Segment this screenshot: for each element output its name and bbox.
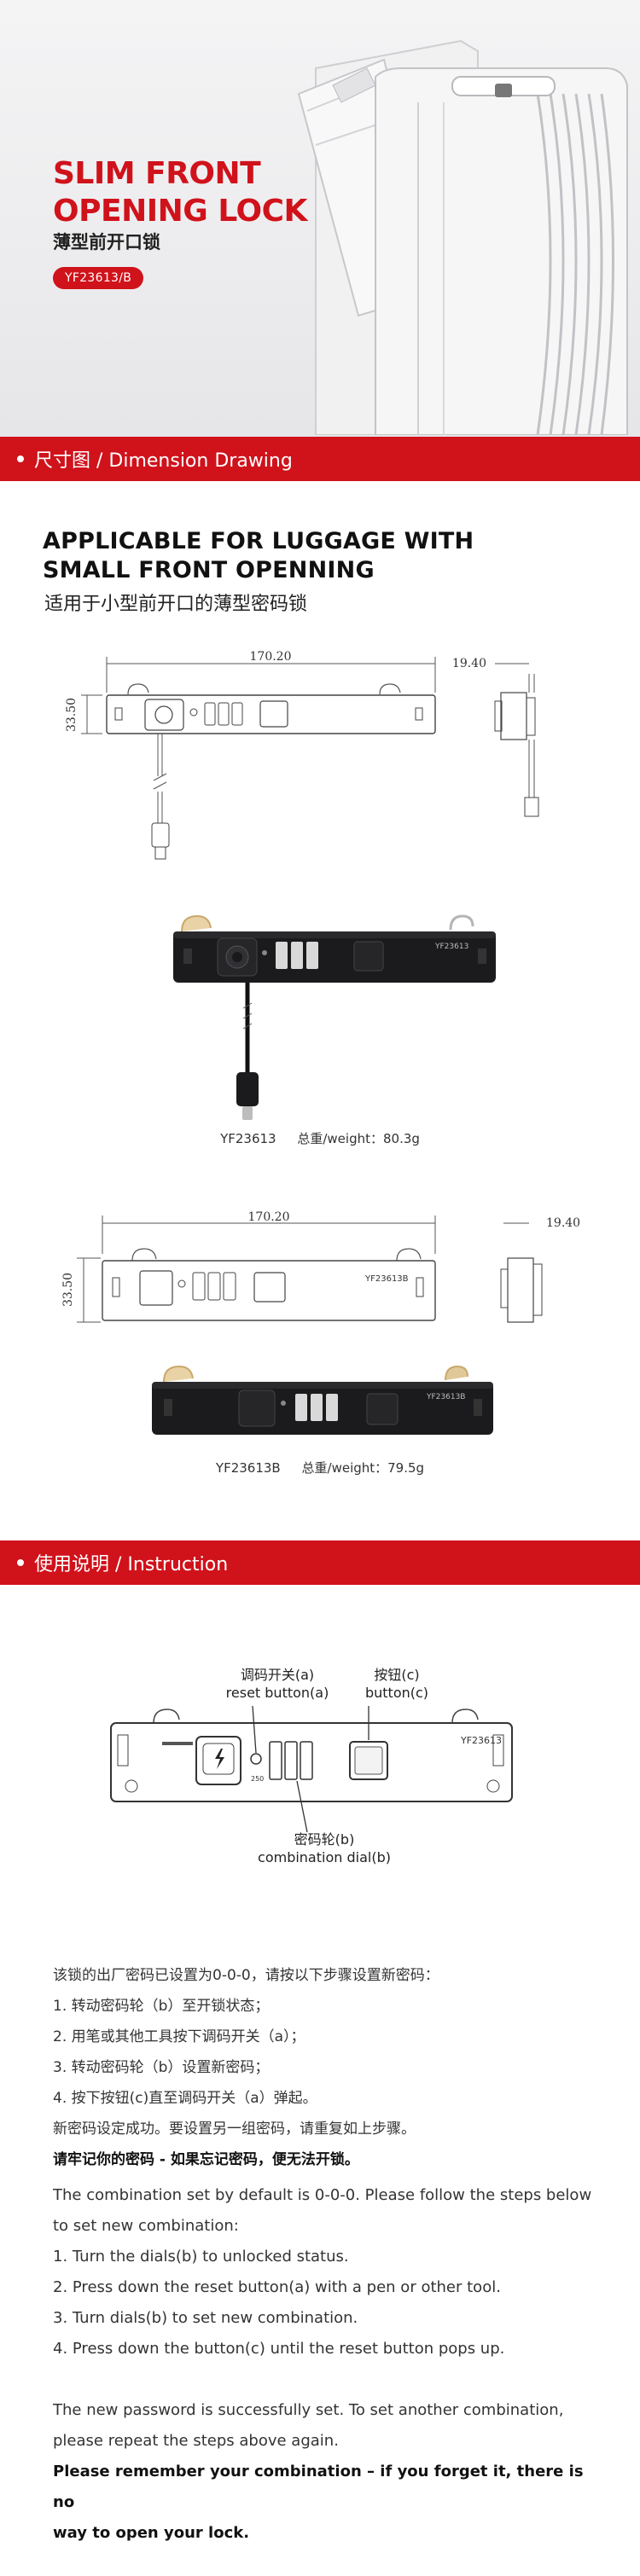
en-step-2: 2. Press down the reset button(a) with a… bbox=[53, 2278, 501, 2296]
label-reset-en: reset button(a) bbox=[225, 1685, 329, 1701]
label-button-en: button(c) bbox=[364, 1685, 429, 1701]
en-step-1: 1. Turn the dials(b) to unlocked status. bbox=[53, 2248, 349, 2266]
en-done-line2: please repeat the steps above again. bbox=[53, 2432, 339, 2450]
model-badge: YF23613/B bbox=[53, 267, 144, 289]
cn-step-3: 3. 转动密码轮（b）设置新密码； bbox=[53, 2059, 270, 2076]
en-intro-line1: The combination set by default is 0-0-0.… bbox=[53, 2186, 592, 2204]
en-step-3: 3. Turn dials(b) to set new combination. bbox=[53, 2309, 358, 2327]
section-title-dimension: 尺寸图 / Dimension Drawing bbox=[34, 450, 293, 472]
lightning-icon bbox=[215, 1749, 224, 1769]
bullet-dot-icon bbox=[17, 455, 24, 462]
label-combination-dial: 密码轮(b) combination dial(b) bbox=[239, 1830, 410, 1866]
instruction-diagram: 250 YF23613 bbox=[110, 1706, 513, 1833]
tech-drawing-b: 170.20 33.50 YF23613B 19.40 bbox=[61, 1211, 580, 1323]
weight-label-b: 总重/weight：79.5g bbox=[301, 1460, 425, 1476]
cn-intro: 该锁的出厂密码已设置为0-0-0，请按以下步骤设置新密码： bbox=[53, 1967, 439, 1984]
width-dimension-label: 170.20 bbox=[250, 650, 292, 664]
section-bar-dimension: 尺寸图 / Dimension Drawing bbox=[0, 437, 640, 481]
product-mark-b-drawing: YF23613B bbox=[364, 1274, 409, 1284]
height-dimension-label-b: 33.50 bbox=[61, 1273, 75, 1307]
height-dimension-label: 33.50 bbox=[65, 698, 79, 732]
dimension-headline-line1: APPLICABLE FOR LUGGAGE WITH bbox=[43, 528, 474, 554]
depth-dimension-label-b: 19.40 bbox=[546, 1216, 580, 1230]
product-mark-a: YF23613 bbox=[434, 943, 468, 951]
luggage-illustration bbox=[297, 39, 628, 435]
model-label-a: YF23613 bbox=[220, 1131, 276, 1146]
caption-variant-a: YF23613 总重/weight：80.3g bbox=[0, 1129, 640, 1147]
instructions-cn: 该锁的出厂密码已设置为0-0-0，请按以下步骤设置新密码： 1. 转动密码轮（b… bbox=[53, 1960, 599, 2175]
label-button-cn: 按钮(c) bbox=[374, 1667, 420, 1683]
caption-variant-b: YF23613B 总重/weight：79.5g bbox=[0, 1459, 640, 1477]
label-button-c: 按钮(c) button(c) bbox=[341, 1666, 452, 1702]
product-photo-a: YF23613 bbox=[173, 914, 496, 1120]
product-mark-b: YF23613B bbox=[426, 1393, 465, 1401]
en-done-line1: The new password is successfully set. To… bbox=[53, 2401, 564, 2419]
weight-label-a: 总重/weight：80.3g bbox=[297, 1131, 420, 1146]
tech-drawing-a: 170.20 33.50 19.40 bbox=[65, 650, 539, 860]
label-reset-button: 调码开关(a) reset button(a) bbox=[209, 1666, 346, 1702]
bullet-dot-icon bbox=[17, 1559, 24, 1566]
en-warning-line1: Please remember your combination – if yo… bbox=[53, 2463, 584, 2511]
cn-step-4: 4. 按下按钮(c)直至调码开关（a）弹起。 bbox=[53, 2090, 317, 2107]
label-dial-en: combination dial(b) bbox=[258, 1849, 391, 1865]
width-dimension-label-b: 170.20 bbox=[248, 1211, 290, 1224]
instructions-en: The combination set by default is 0-0-0.… bbox=[53, 2180, 599, 2549]
en-step-4: 4. Press down the button(c) until the re… bbox=[53, 2340, 505, 2358]
hero-title: SLIM FRONT OPENING LOCK bbox=[53, 155, 307, 230]
product-photo-b: YF23613B bbox=[152, 1365, 493, 1435]
dimension-headline-line2: SMALL FRONT OPENNING bbox=[43, 557, 375, 583]
cn-step-2: 2. 用笔或其他工具按下调码开关（a）； bbox=[53, 2028, 305, 2045]
label-dial-cn: 密码轮(b) bbox=[294, 1831, 355, 1848]
hero-subtitle-cn: 薄型前开口锁 bbox=[53, 232, 160, 252]
hero-title-line2: OPENING LOCK bbox=[53, 194, 307, 229]
svg-text:250: 250 bbox=[251, 1775, 264, 1783]
hero-banner: SLIM FRONT OPENING LOCK 薄型前开口锁 YF23613/B bbox=[0, 0, 640, 437]
dimension-headline: APPLICABLE FOR LUGGAGE WITH SMALL FRONT … bbox=[43, 527, 474, 585]
cn-warning: 请牢记你的密码 - 如果忘记密码，便无法开锁。 bbox=[53, 2151, 359, 2168]
cn-done: 新密码设定成功。要设置另一组密码，请重复如上步骤。 bbox=[53, 2121, 416, 2138]
hero-title-line1: SLIM FRONT bbox=[53, 156, 261, 191]
section-bar-instruction: 使用说明 / Instruction bbox=[0, 1540, 640, 1585]
en-warning-line2: way to open your lock. bbox=[53, 2524, 250, 2542]
label-reset-cn: 调码开关(a) bbox=[240, 1667, 315, 1683]
cn-step-1: 1. 转动密码轮（b）至开锁状态； bbox=[53, 1998, 270, 2015]
depth-dimension-label: 19.40 bbox=[452, 657, 486, 670]
diagram-product-mark: YF23613 bbox=[460, 1735, 502, 1746]
section-title-instruction: 使用说明 / Instruction bbox=[34, 1554, 229, 1575]
model-label-b: YF23613B bbox=[215, 1460, 281, 1476]
dimension-headline-cn: 适用于小型前开口的薄型密码锁 bbox=[44, 594, 308, 615]
en-intro-line2: to set new combination: bbox=[53, 2217, 239, 2235]
